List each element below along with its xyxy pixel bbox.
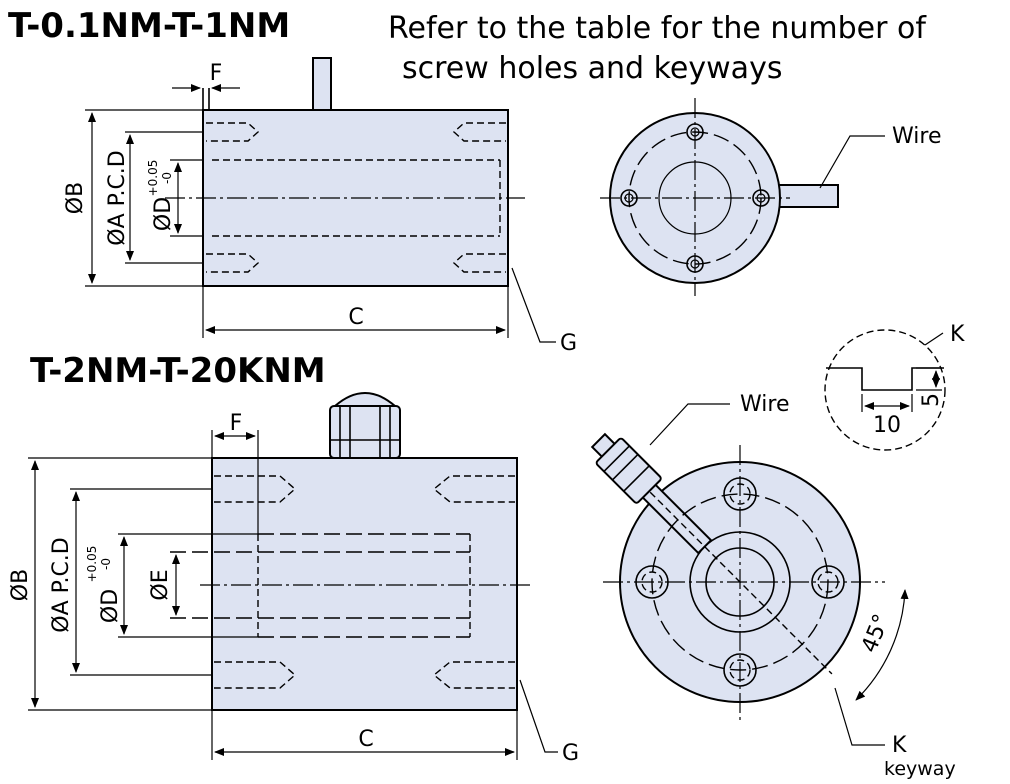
large-model-end-view: 45° Wire K keyway — [590, 392, 956, 780]
keyway-width-label: 10 — [873, 413, 901, 438]
wire-stub — [312, 57, 332, 111]
large-D-tol-upper: +0.05 — [85, 546, 99, 583]
large-model-side-view: ØB ØA P.C.D ØD +0.05 -0 ØE F C G — [8, 392, 579, 766]
small-label-F: F — [210, 61, 223, 86]
small-label-wire: Wire — [892, 124, 941, 149]
large-label-F: F — [230, 411, 243, 436]
title-small-model: T-0.1NM-T-1NM — [8, 6, 290, 46]
large-label-G: G — [562, 741, 579, 766]
large-label-D: ØD — [98, 589, 123, 623]
small-model-side-view: ØB ØA P.C.D ØD +0.05 -0 C F G — [63, 57, 577, 356]
small-wire-outlet — [771, 184, 839, 208]
title-large-model: T-2NM-T-20KNM — [30, 351, 326, 391]
small-label-G: G — [560, 331, 577, 356]
small-label-D: ØD — [151, 197, 176, 231]
angle-label: 45° — [857, 611, 895, 657]
keyway-detail-circle — [824, 329, 946, 451]
large-label-A-pcd: ØA P.C.D — [49, 537, 74, 633]
small-D-tol-upper: +0.05 — [146, 160, 160, 197]
large-label-wire: Wire — [740, 392, 789, 417]
large-body — [211, 457, 518, 711]
small-label-A-pcd: ØA P.C.D — [105, 150, 130, 246]
note-line-1: Refer to the table for the number of — [388, 11, 927, 46]
small-label-C: C — [348, 305, 363, 330]
keyway-depth-label: 5 — [919, 393, 944, 407]
large-D-tol-lower: -0 — [99, 558, 113, 570]
large-label-C: C — [358, 727, 373, 752]
small-label-B: ØB — [63, 182, 88, 214]
keyway-detail: 10 5 K — [824, 322, 965, 451]
large-label-K: K — [892, 733, 907, 758]
small-model-end-view: Wire — [600, 98, 941, 296]
detail-label-K: K — [950, 322, 965, 347]
small-D-tol-lower: -0 — [160, 172, 174, 184]
large-label-B: ØB — [8, 569, 33, 601]
note-line-2: screw holes and keyways — [402, 51, 782, 86]
large-label-E: ØE — [148, 569, 173, 600]
keyway-label: keyway — [884, 758, 956, 780]
